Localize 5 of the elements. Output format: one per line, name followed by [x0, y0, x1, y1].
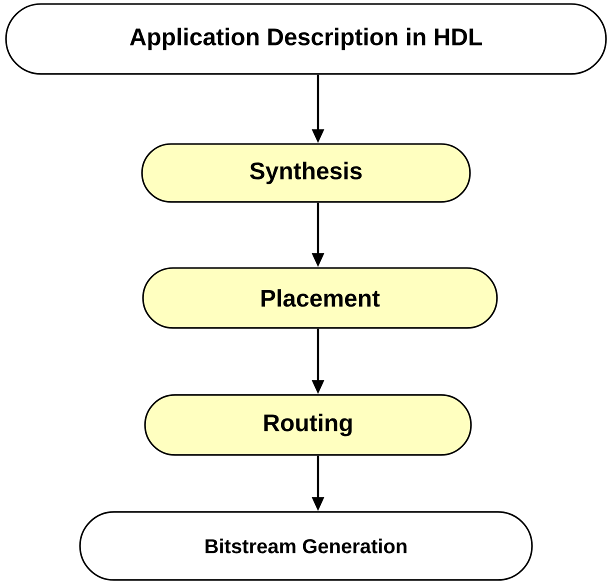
process-box: Bitstream Generation: [79, 511, 533, 581]
process-box: Placement: [142, 267, 498, 329]
process-box: Application Description in HDL: [5, 3, 607, 75]
process-box: Synthesis: [141, 143, 471, 203]
process-box: Routing: [144, 394, 472, 456]
